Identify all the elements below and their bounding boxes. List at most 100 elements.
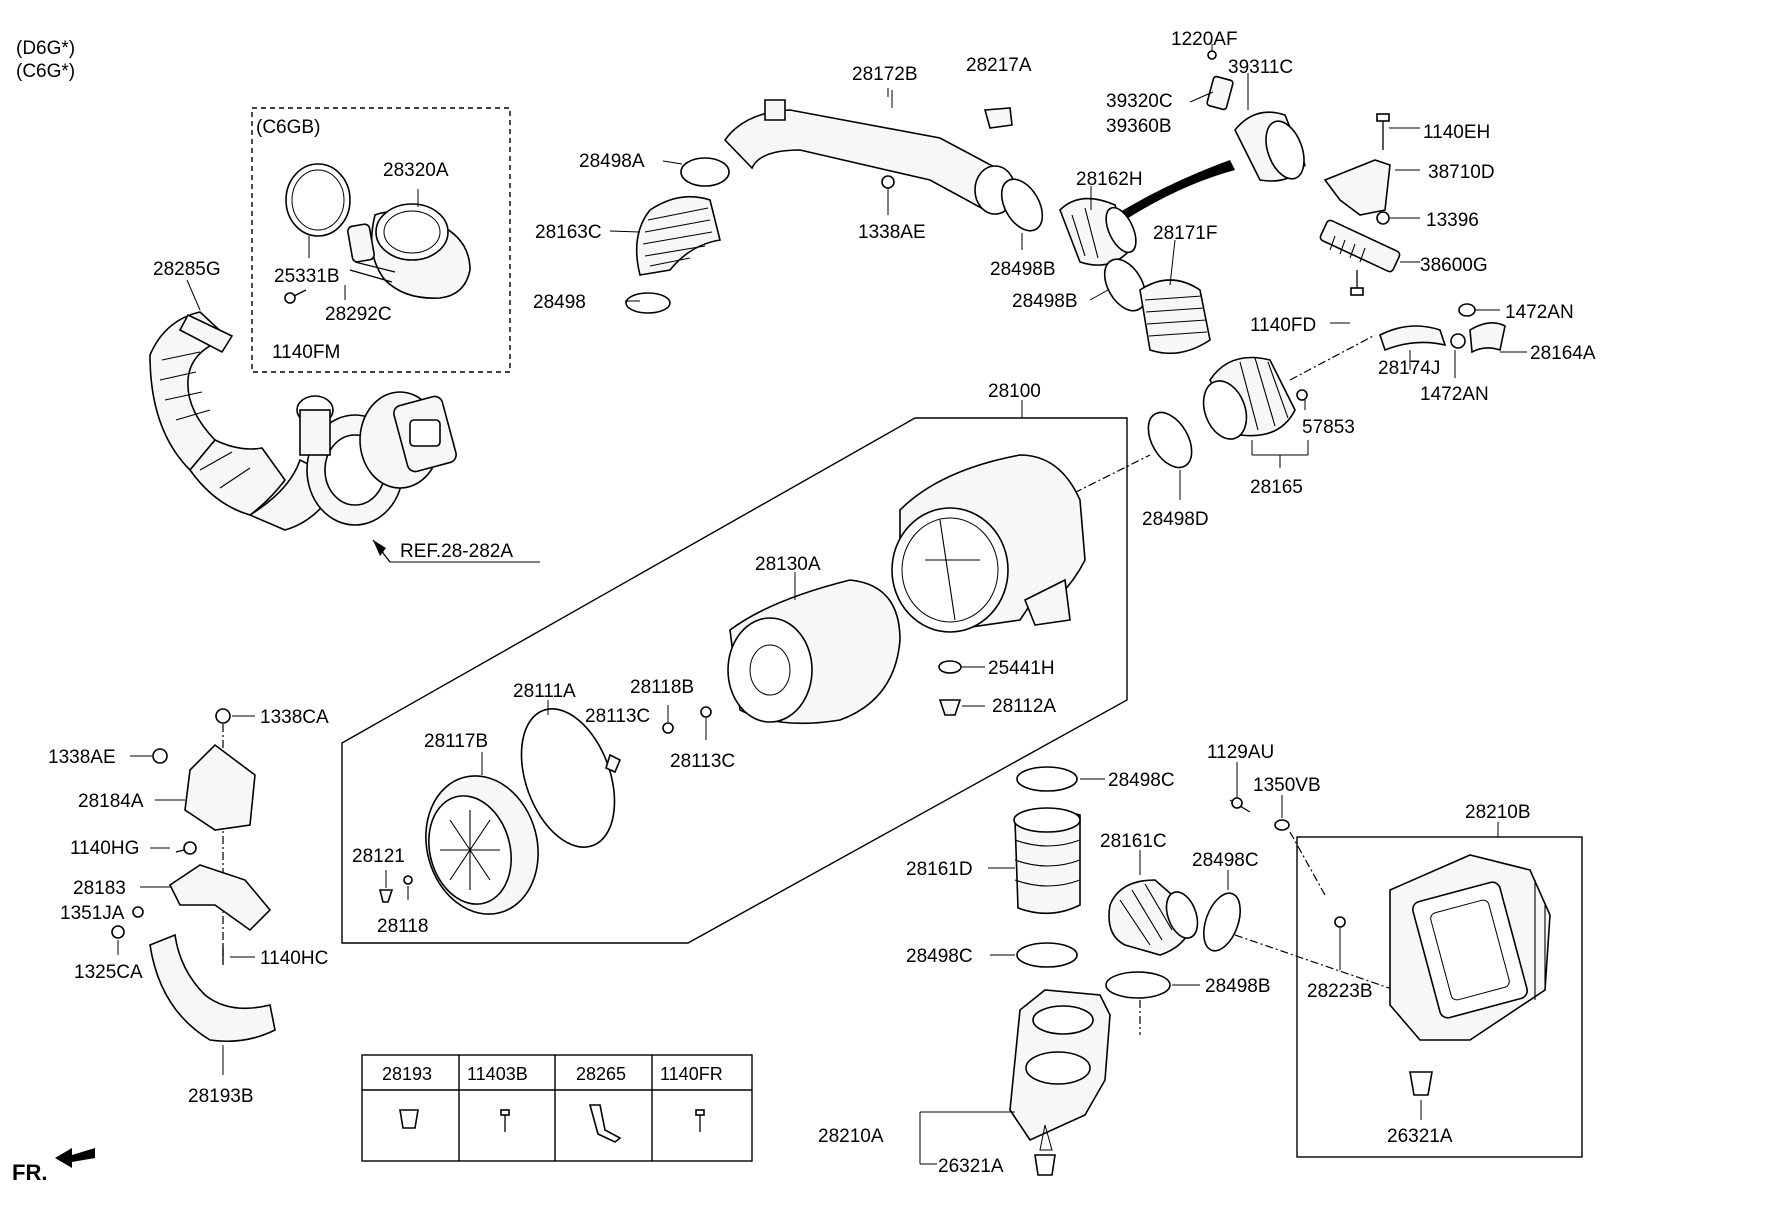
label-25331b: 25331B [274, 266, 340, 287]
variant-c6g: (C6G*) [16, 61, 75, 82]
nipple-57853 [1296, 389, 1308, 401]
housing-28210a [1009, 989, 1111, 1151]
label-1140hg: 1140HG [70, 838, 139, 859]
maf-sensor-39320c [1189, 75, 1234, 111]
nut-1338ca [215, 708, 231, 724]
bolt-head [695, 1109, 705, 1116]
label-28498b-a: 28498B [990, 259, 1056, 280]
label-28217a: 28217A [966, 55, 1032, 76]
adapter-28320a [347, 203, 471, 299]
label-28174j: 28174J [1378, 358, 1440, 379]
box-28210b [1296, 836, 1583, 1158]
intake-hose-28285g [149, 311, 342, 531]
air-cleaner-housing [891, 454, 1086, 633]
part-28113c [605, 753, 622, 774]
label-28117b: 28113C [670, 751, 735, 772]
variant-d6g: (D6G*) [16, 38, 75, 59]
label-1140fm: 1140FM [272, 342, 340, 363]
label-28112a: 28112A [992, 696, 1056, 717]
label-1129au: 1129AU [1207, 742, 1274, 763]
label-28498c-a: 28498C [1108, 770, 1175, 791]
nut-13396 [1376, 211, 1390, 225]
label-26321a-right: 26321A [1387, 1126, 1453, 1147]
label-57853: 57853 [1302, 417, 1355, 438]
washer-28118b [662, 722, 674, 734]
valve-28121 [378, 889, 394, 903]
clamp-28498c-top [1016, 766, 1078, 792]
intake-duct-28172b [723, 99, 1016, 215]
leader [1169, 239, 1176, 286]
bolt-head [500, 1109, 510, 1116]
label-28118: 28118 [377, 916, 428, 937]
label-1472an-a: 1472AN [1505, 302, 1574, 323]
hose-28174j [1379, 325, 1447, 352]
label-28130a: 28130A [755, 554, 821, 575]
gasket-ring [285, 163, 351, 237]
ref-arrowhead [373, 540, 386, 556]
clamp-28498c-bottom [1016, 942, 1078, 968]
bellows-28163c [635, 195, 721, 276]
turbocharger [296, 391, 457, 526]
label-28164a: 28164A [1530, 343, 1596, 364]
elbow-28161c [1108, 879, 1199, 956]
screw-28118 [403, 875, 413, 885]
label-28100: 28100 [988, 381, 1041, 402]
label-1325ca: 1325CA [74, 962, 143, 983]
direction-label: FR. [12, 1160, 47, 1185]
label-28223b: 28223B [1307, 981, 1373, 1002]
legend-table [361, 1054, 753, 1162]
elbow-28165 [1202, 356, 1296, 440]
clamp-1472an-b [1450, 333, 1466, 349]
leader [186, 279, 201, 311]
screw-1220af [1207, 50, 1217, 60]
legend-header-28265: 28265 [576, 1064, 626, 1084]
grommet-26321a-left [1034, 1154, 1056, 1176]
air-cleaner-assy-box [341, 417, 1128, 944]
label-39311c: 39311C [1228, 57, 1293, 78]
label-1140fd: 1140FD [1250, 315, 1316, 336]
label-28193b: 28193B [188, 1086, 254, 1107]
centerline [1234, 934, 1396, 991]
centerline [1289, 334, 1376, 381]
label-28161c: 28161C [1100, 831, 1167, 852]
label-39320c: 39320C [1106, 91, 1173, 112]
hose-28164a [1469, 322, 1506, 354]
label-28163c: 28163C [535, 222, 602, 243]
label-ref-28-282a: REF.28-282A [400, 541, 513, 562]
label-28111a: 28111A [513, 681, 576, 702]
centerline [1289, 831, 1326, 896]
label-1338ae-left: 1338AE [48, 747, 116, 768]
label-25441h: 25441H [988, 658, 1055, 679]
bolt-head [1350, 287, 1364, 296]
legend-header-28193: 28193 [382, 1064, 432, 1084]
label-38710d: 38710D [1428, 162, 1495, 183]
label-13396: 13396 [1426, 210, 1479, 231]
clamp-28498c-right [1202, 892, 1242, 952]
label-28498d: 28498D [1142, 509, 1209, 530]
clamp-28498a [680, 157, 730, 187]
bracket-28184a [184, 743, 256, 831]
bolt-head [1376, 113, 1390, 122]
duct-28162h [1059, 197, 1137, 266]
washer-28117b [700, 706, 712, 718]
label-1338ae-top: 1338AE [858, 222, 926, 243]
label-1220af: 1220AF [1171, 29, 1238, 50]
fr-arrow-icon [55, 1148, 95, 1168]
label-28498c-b: 28498C [1192, 850, 1259, 871]
label-1140hc: 1140HC [260, 948, 328, 969]
leader [609, 230, 641, 233]
strap-28193b [149, 933, 276, 1043]
nut-1338ae [152, 748, 168, 764]
label-28184a: 28184A [78, 791, 144, 812]
clamp-28498b-upper [1000, 178, 1044, 232]
clamp-28498 [625, 292, 671, 314]
clamp-28498d [1147, 411, 1193, 469]
label-28498b-b: 28498B [1012, 291, 1078, 312]
label-28498b-c: 28498B [1205, 976, 1271, 997]
clamp-1472an-a [1458, 303, 1476, 317]
maf-housing-39311c [1234, 111, 1306, 182]
housing-28210b [1389, 854, 1551, 1041]
label-39360b: 39360B [1106, 116, 1172, 137]
